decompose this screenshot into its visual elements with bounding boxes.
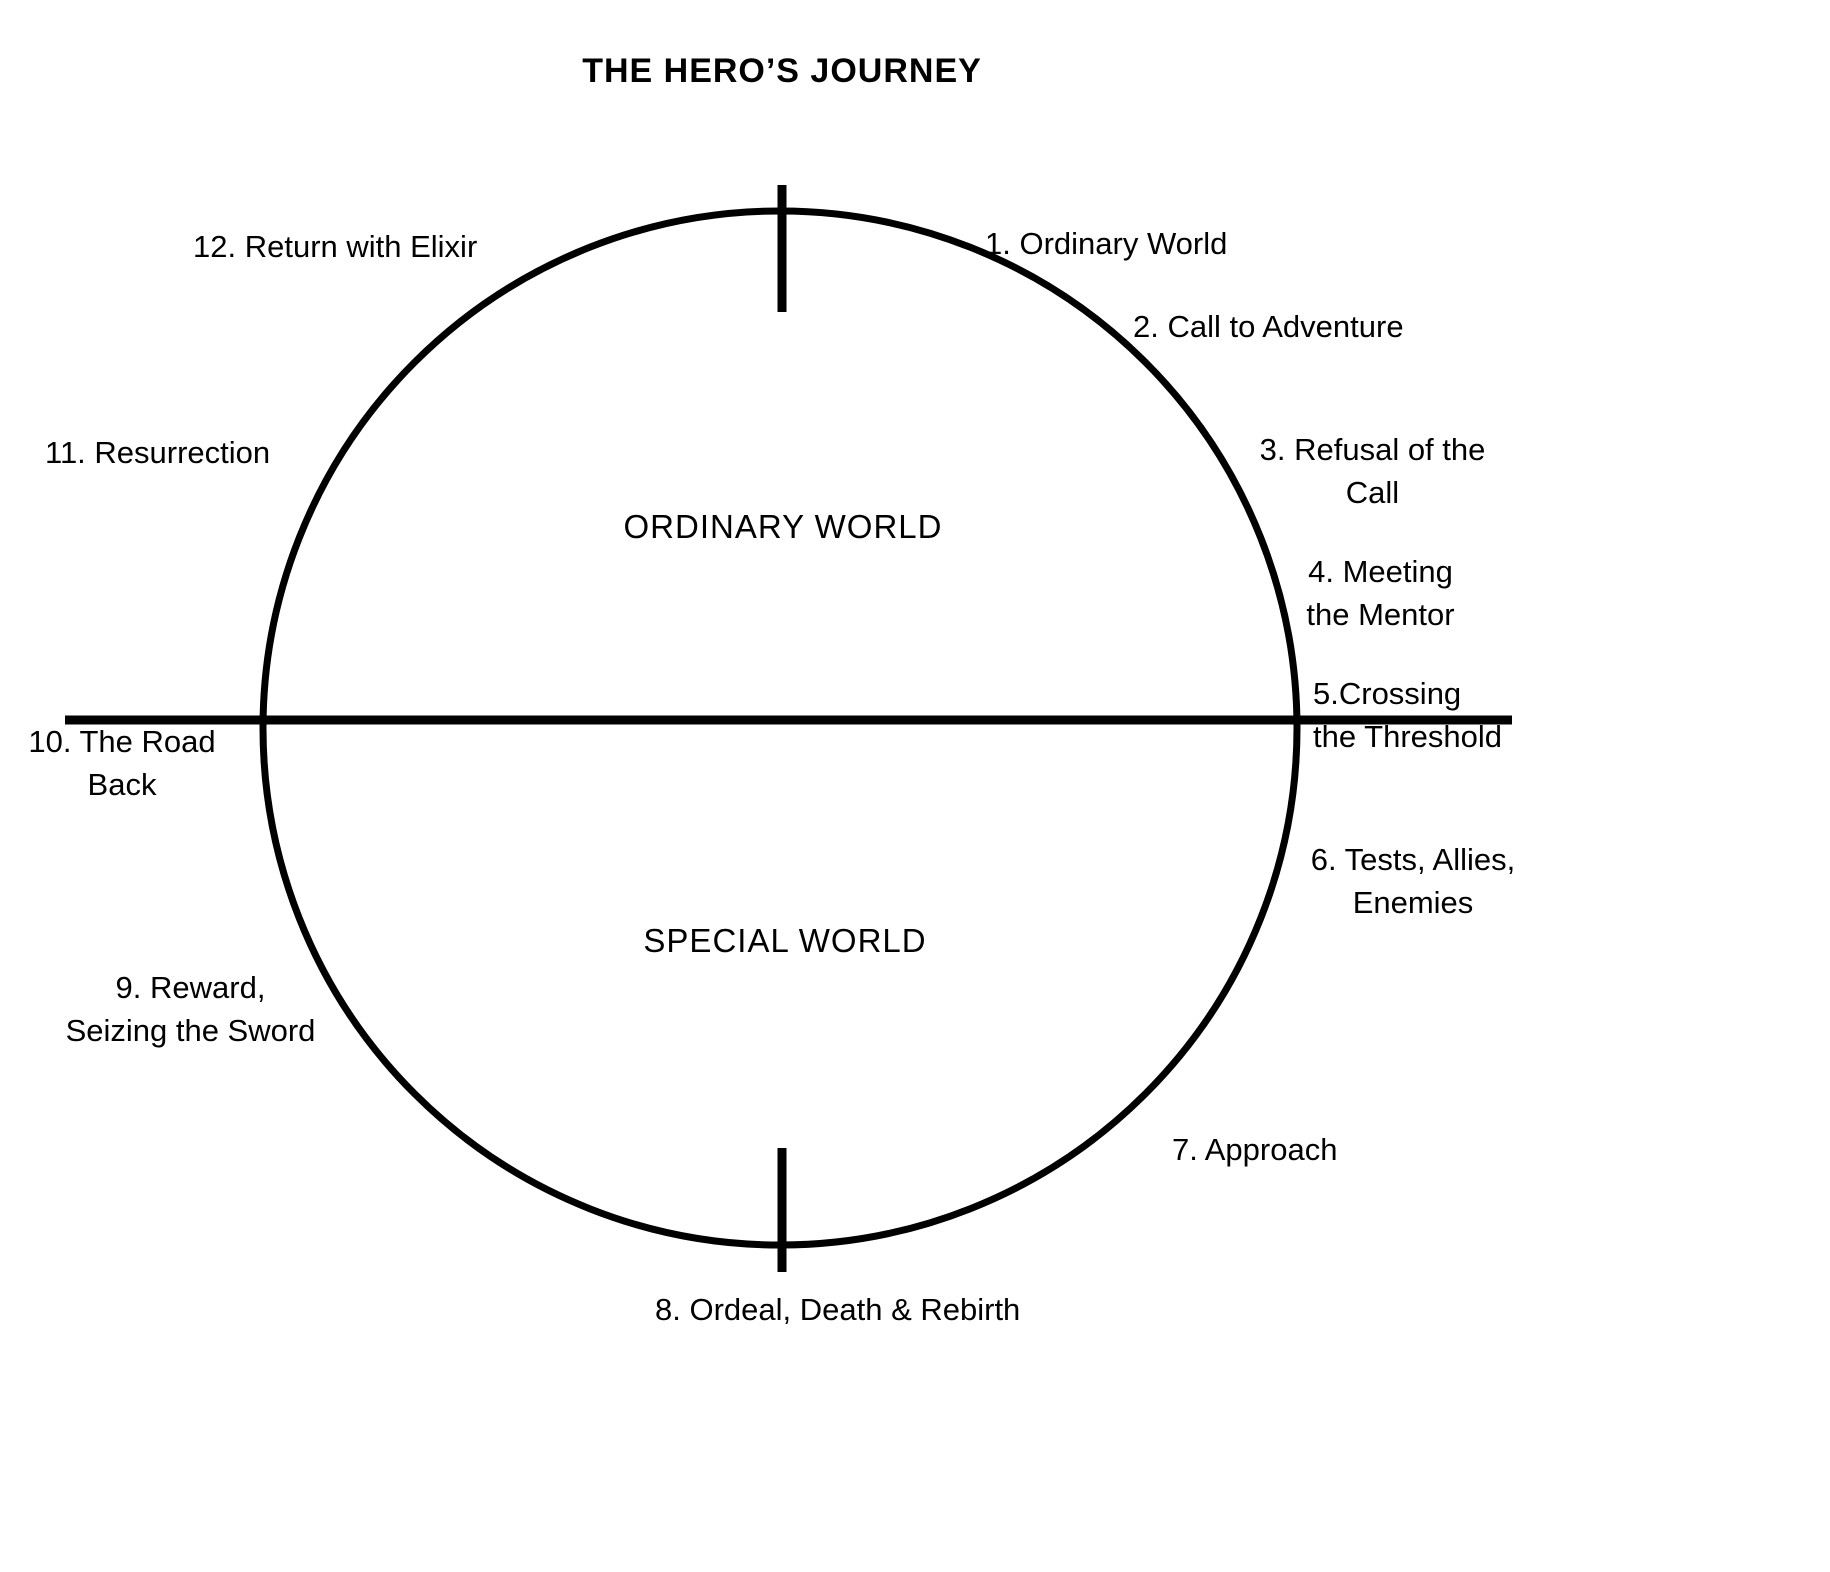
- stage-label-8-ordeal-death-rebirth: 8. Ordeal, Death & Rebirth: [655, 1292, 1021, 1327]
- stage-label-4-meeting-the-mentor: 4. Meeting the Mentor: [1306, 554, 1455, 632]
- stage-label-3-refusal-of-the-call: 3. Refusal of the Call: [1259, 432, 1486, 510]
- diagram-title: THE HERO’S JOURNEY: [582, 52, 982, 90]
- stage-label-7-approach: 7. Approach: [1172, 1132, 1338, 1167]
- stage-label-1-ordinary-world: 1. Ordinary World: [985, 226, 1228, 261]
- stage-label-5-crossing-threshold: 5.Crossing the Threshold: [1313, 676, 1502, 754]
- stage-label-11-resurrection: 11. Resurrection: [45, 435, 271, 470]
- stage-label-9-reward-seizing-sword: 9. Reward, Seizing the Sword: [65, 970, 316, 1048]
- ordinary-world-label: ORDINARY WORLD: [623, 508, 943, 545]
- journey-circle: [259, 207, 1301, 1249]
- stage-label-10-the-road-back: 10. The Road Back: [28, 724, 216, 802]
- stage-label-2-call-to-adventure: 2. Call to Adventure: [1133, 309, 1404, 344]
- special-world-label: SPECIAL WORLD: [643, 922, 927, 959]
- stage-label-6-tests-allies-enemies: 6. Tests, Allies, Enemies: [1310, 842, 1516, 920]
- stage-label-12-return-with-elixir: 12. Return with Elixir: [193, 229, 478, 264]
